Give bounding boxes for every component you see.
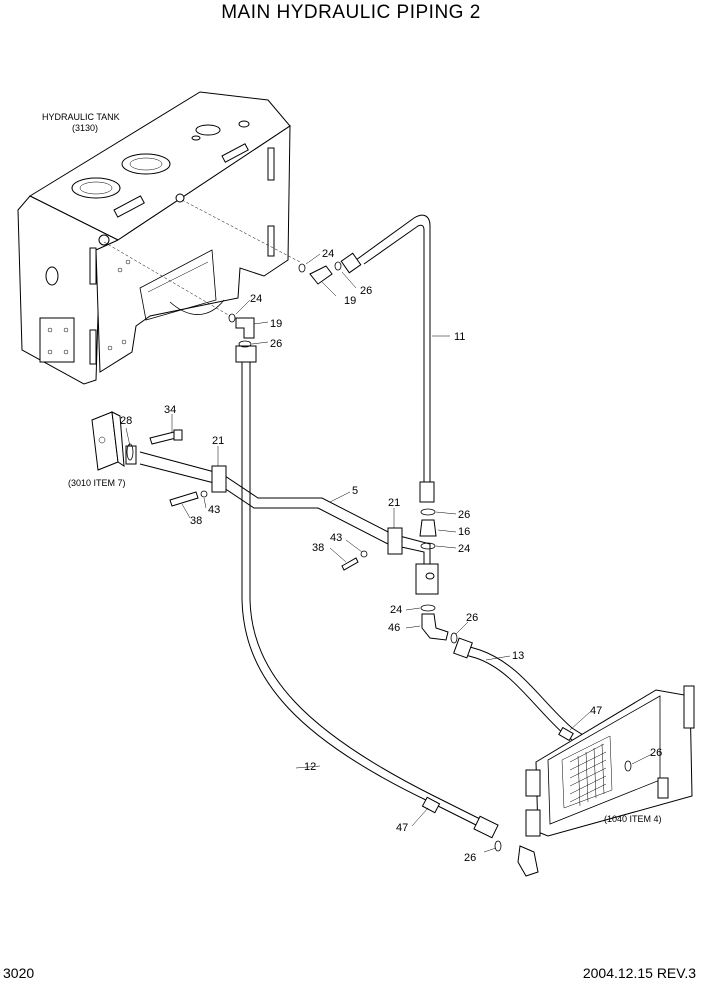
callout-47-lower: 47 (396, 822, 408, 834)
ref-1040-item-4: (1040 ITEM 4) (604, 814, 662, 824)
ref-3010-item-7: (3010 ITEM 7) (68, 478, 126, 488)
bolt-34-head (173, 429, 183, 441)
callout-16: 16 (458, 526, 470, 538)
callout-24-middle: 24 (250, 293, 262, 305)
callout-11: 11 (454, 331, 465, 343)
o-ring-24-upper (298, 263, 306, 273)
o-ring-24-lower (420, 604, 436, 612)
o-ring-26-middle (238, 340, 252, 348)
leader-tank-lower (103, 241, 231, 317)
washer-43-right (360, 550, 368, 558)
oil-cooler-1040 (517, 685, 695, 877)
callout-5: 5 (352, 485, 358, 497)
callout-13: 13 (512, 650, 524, 662)
hydraulic-tank-ref: (3130) (72, 123, 98, 133)
revision-date: 2004.12.15 REV.3 (582, 965, 696, 981)
o-ring-24-middle (228, 313, 236, 323)
callout-34: 34 (164, 404, 176, 416)
callout-26-mid: 26 (458, 509, 470, 521)
hydraulic-tank (17, 91, 291, 385)
clamp-21-left (211, 465, 227, 493)
bolt-38-right (341, 557, 359, 571)
callout-19-middle: 19 (270, 318, 282, 330)
callout-19-upper: 19 (344, 295, 356, 307)
elbow-19-middle (235, 317, 255, 339)
leader-lines (125, 253, 653, 853)
callout-46: 46 (388, 622, 400, 634)
elbow-19-upper (309, 265, 333, 285)
callout-47-upper: 47 (590, 705, 602, 717)
page-title: MAIN HYDRAULIC PIPING 2 (221, 2, 481, 23)
o-ring-26-lower (450, 632, 458, 644)
o-ring-26-bottom (494, 840, 502, 852)
callout-43-left: 43 (208, 504, 220, 516)
adapter-16 (419, 519, 437, 537)
callout-21-right: 21 (388, 497, 400, 509)
callout-24-mid: 24 (458, 543, 470, 555)
hose-12 (235, 345, 499, 839)
elbow-46 (421, 613, 449, 641)
bolt-38-left (169, 491, 199, 507)
washer-43-left (200, 490, 208, 498)
clamp-21-right (387, 527, 403, 555)
callout-21-left: 21 (212, 435, 224, 447)
valve-block-3010 (91, 411, 137, 471)
page-number: 3020 (3, 965, 35, 981)
callout-38-left: 38 (190, 515, 202, 527)
callout-24-lower: 24 (390, 604, 402, 616)
o-ring-26-mid (420, 508, 436, 516)
callout-26-bottom: 26 (464, 852, 476, 864)
callout-24-upper: 24 (322, 248, 334, 260)
hose-11 (340, 214, 435, 503)
pipe-5 (139, 451, 439, 595)
callout-26-lower: 26 (466, 612, 478, 624)
callout-28: 28 (120, 415, 132, 427)
callout-26-upper: 26 (360, 285, 372, 297)
hydraulic-tank-label: HYDRAULIC TANK (42, 112, 120, 122)
callout-26-middle: 26 (270, 338, 282, 350)
leader-tank-upper (181, 199, 301, 263)
callout-43-right: 43 (330, 532, 342, 544)
o-ring-24-mid (420, 542, 436, 550)
callout-12: 12 (304, 761, 316, 773)
callout-26-cooler: 26 (650, 747, 662, 759)
o-ring-26-upper (334, 261, 342, 271)
bolt-34 (149, 431, 177, 445)
callout-38-right: 38 (312, 542, 324, 554)
